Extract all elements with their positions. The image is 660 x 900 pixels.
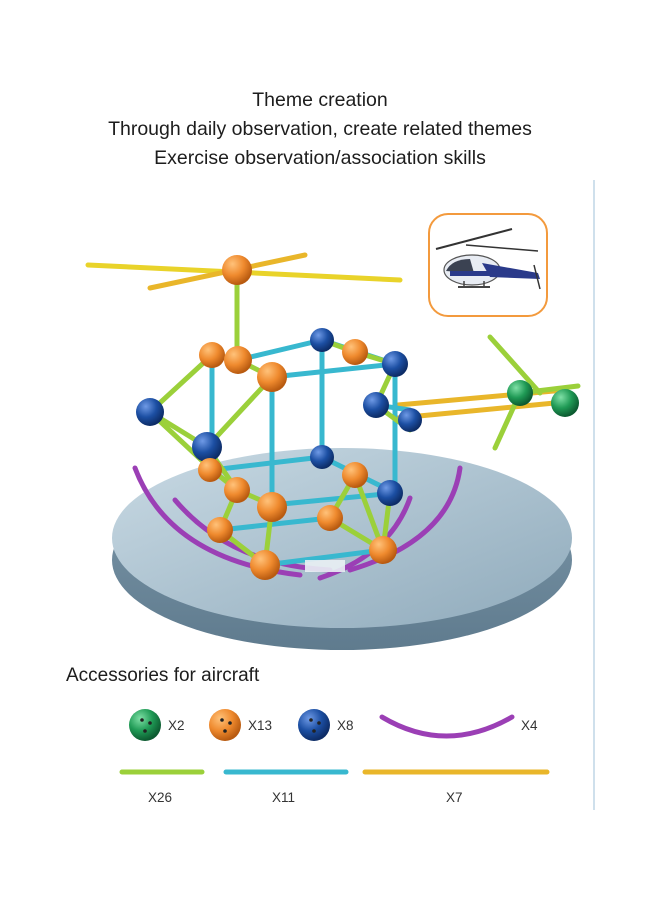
floor-highlight [305,560,345,572]
heading-line-2: Through daily observation, create relate… [108,118,532,140]
green-ball-count: X2 [168,718,185,733]
blue-ball-icon [298,709,330,741]
green-ball-icon [129,709,161,741]
round-platform [112,448,572,650]
orange-ball-count: X13 [248,718,273,733]
accessory-legend [119,709,550,775]
cyan-stick-count: X11 [272,790,296,805]
tail-boom [395,334,581,451]
orange-ball-icon [209,709,241,741]
helicopter-reference-photo [428,213,548,317]
yellow-stick-count: X7 [446,790,463,805]
right-divider [593,180,595,810]
connector-balls [136,255,579,580]
purple-arc-icon [379,714,515,739]
purple-arc-count: X4 [521,718,538,733]
lime-stick-count: X26 [148,790,173,805]
accessories-title: Accessories for aircraft [66,665,260,686]
heading: Theme creation Through daily observation… [0,86,640,173]
blue-ball-count: X8 [337,718,354,733]
heading-line-3: Exercise observation/association skills [154,147,486,169]
heading-line-1: Theme creation [252,89,388,111]
helicopter-icon [435,228,541,290]
